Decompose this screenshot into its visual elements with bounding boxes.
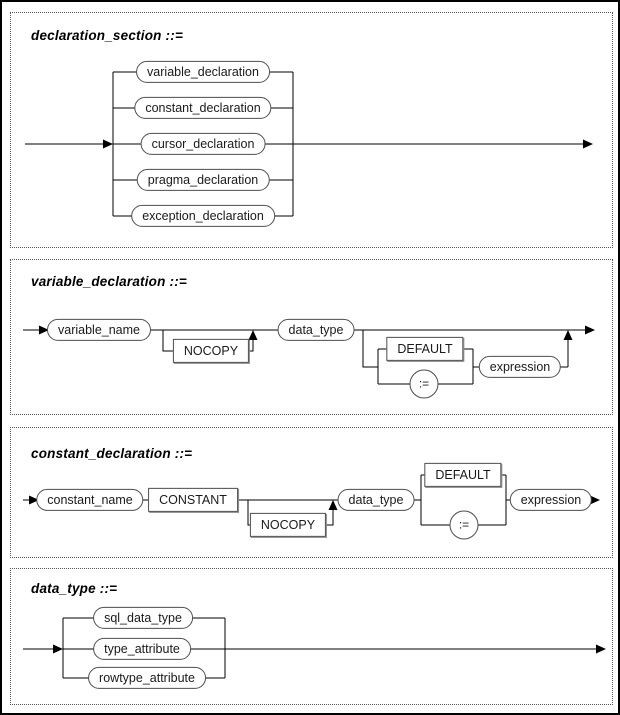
node-variable-declaration: variable_declaration [136,60,270,84]
section-constant-declaration: constant_declaration ::= constant_name C… [10,427,613,558]
keyword-default: DEFAULT [424,462,502,488]
arrowhead-right-icon [103,139,113,149]
operator-assign: := [449,510,479,540]
section-title: constant_declaration ::= [31,446,192,461]
keyword-nocopy: NOCOPY [172,338,250,364]
section-title: data_type ::= [31,581,117,596]
node-expression: expression [509,488,593,512]
node-data-type: data_type [337,488,415,512]
rule-name: data_type [31,581,96,596]
arrowhead-right-icon [29,495,39,505]
node-sql-data-type: sql_data_type [93,606,193,630]
rule-name: constant_declaration [31,446,171,461]
arrowhead-up-icon [248,330,258,340]
keyword-default: DEFAULT [386,336,464,362]
assign-operator: ::= [174,446,193,461]
rule-name: variable_declaration [31,274,166,289]
assign-operator: ::= [169,274,188,289]
arrowhead-right-icon [596,644,606,654]
section-data-type: data_type ::= sql_data_type type_attribu… [10,568,613,705]
node-pragma-declaration: pragma_declaration [136,168,270,192]
rule-name: declaration_section [31,28,162,43]
operator-assign: := [409,369,439,399]
section-title: variable_declaration ::= [31,274,187,289]
node-rowtype-attribute: rowtype_attribute [88,666,206,690]
node-variable-name: variable_name [47,318,151,342]
arrowhead-up-icon [563,330,573,340]
node-constant-name: constant_name [36,488,144,512]
assign-operator: ::= [165,28,184,43]
node-cursor-declaration: cursor_declaration [140,132,266,156]
arrowhead-right-icon [590,495,600,505]
arrowhead-right-icon [53,644,63,654]
arrowhead-right-icon [585,325,595,335]
arrowhead-right-icon [583,139,593,149]
node-constant-declaration: constant_declaration [134,96,272,120]
assign-operator: ::= [99,581,118,596]
node-exception-declaration: exception_declaration [131,204,275,228]
keyword-constant: CONSTANT [148,487,238,513]
railroad-rails [25,71,593,217]
arrowhead-up-icon [328,500,338,510]
section-declaration-section: declaration_section ::= variable_declara… [10,12,613,248]
section-variable-declaration: variable_declaration ::= variable_name N… [10,259,613,415]
node-data-type: data_type [277,318,355,342]
node-expression: expression [478,355,562,379]
keyword-nocopy: NOCOPY [249,512,327,538]
node-type-attribute: type_attribute [93,637,191,661]
section-title: declaration_section ::= [31,28,183,43]
arrowhead-right-icon [39,325,49,335]
